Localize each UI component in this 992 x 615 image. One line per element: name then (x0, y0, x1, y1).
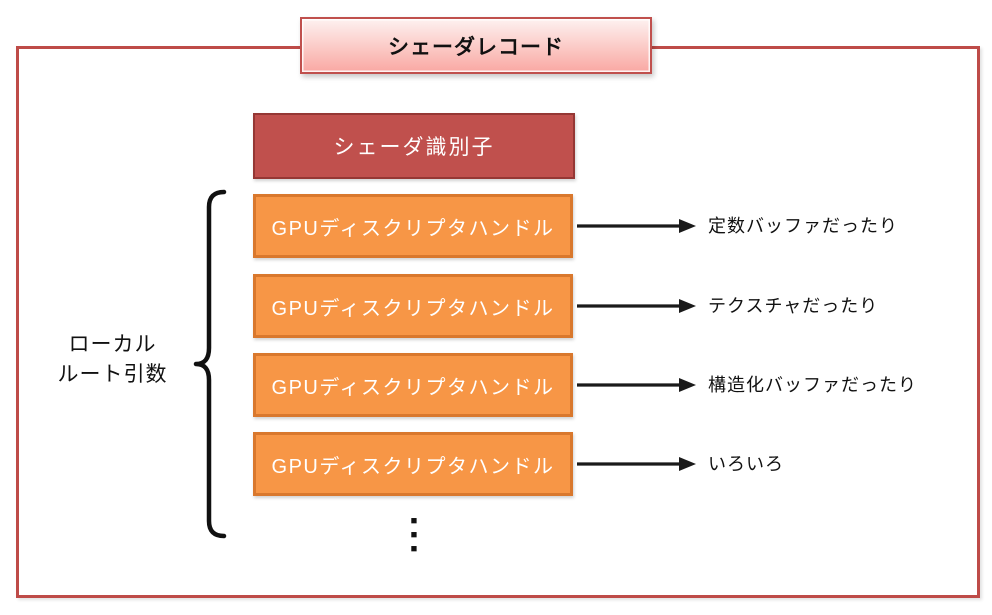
arrow-icon (577, 219, 696, 233)
shader-identifier-label: シェーダ識別子 (333, 136, 495, 159)
curly-brace-icon (193, 189, 227, 539)
annotation-texture: テクスチャだったり (708, 296, 879, 316)
local-root-arguments-line1: ローカル (68, 333, 157, 356)
gpu-descriptor-handle-label: GPUディスクリプタハンドル (271, 217, 555, 240)
annotation-structured-buffer: 構造化バッファだったり (708, 375, 917, 395)
shader-identifier-box: シェーダ識別子 (253, 113, 575, 179)
gpu-descriptor-handle-box-2: GPUディスクリプタハンドル (253, 274, 573, 338)
gpu-descriptor-handle-box-4: GPUディスクリプタハンドル (253, 432, 573, 496)
diagram-title: シェーダレコード (388, 35, 564, 59)
gpu-descriptor-handle-box-3: GPUディスクリプタハンドル (253, 353, 573, 417)
ellipsis-dot: ■ (410, 529, 418, 541)
gpu-descriptor-handle-label: GPUディスクリプタハンドル (271, 376, 555, 399)
local-root-arguments-line2: ルート引数 (57, 363, 168, 386)
vertical-ellipsis: ■ ■ ■ (406, 514, 422, 556)
arrow-icon (577, 457, 696, 471)
arrow-icon (577, 378, 696, 392)
gpu-descriptor-handle-label: GPUディスクリプタハンドル (271, 297, 555, 320)
annotation-constant-buffer: 定数バッファだったり (708, 216, 898, 236)
gpu-descriptor-handle-box-1: GPUディスクリプタハンドル (253, 194, 573, 258)
diagram-title-box: シェーダレコード (300, 17, 652, 74)
ellipsis-dot: ■ (410, 515, 418, 527)
arrow-icon (577, 299, 696, 313)
gpu-descriptor-handle-label: GPUディスクリプタハンドル (271, 455, 555, 478)
local-root-arguments-label: ローカル ルート引数 (35, 330, 190, 390)
ellipsis-dot: ■ (410, 543, 418, 555)
annotation-various: いろいろ (708, 454, 784, 474)
